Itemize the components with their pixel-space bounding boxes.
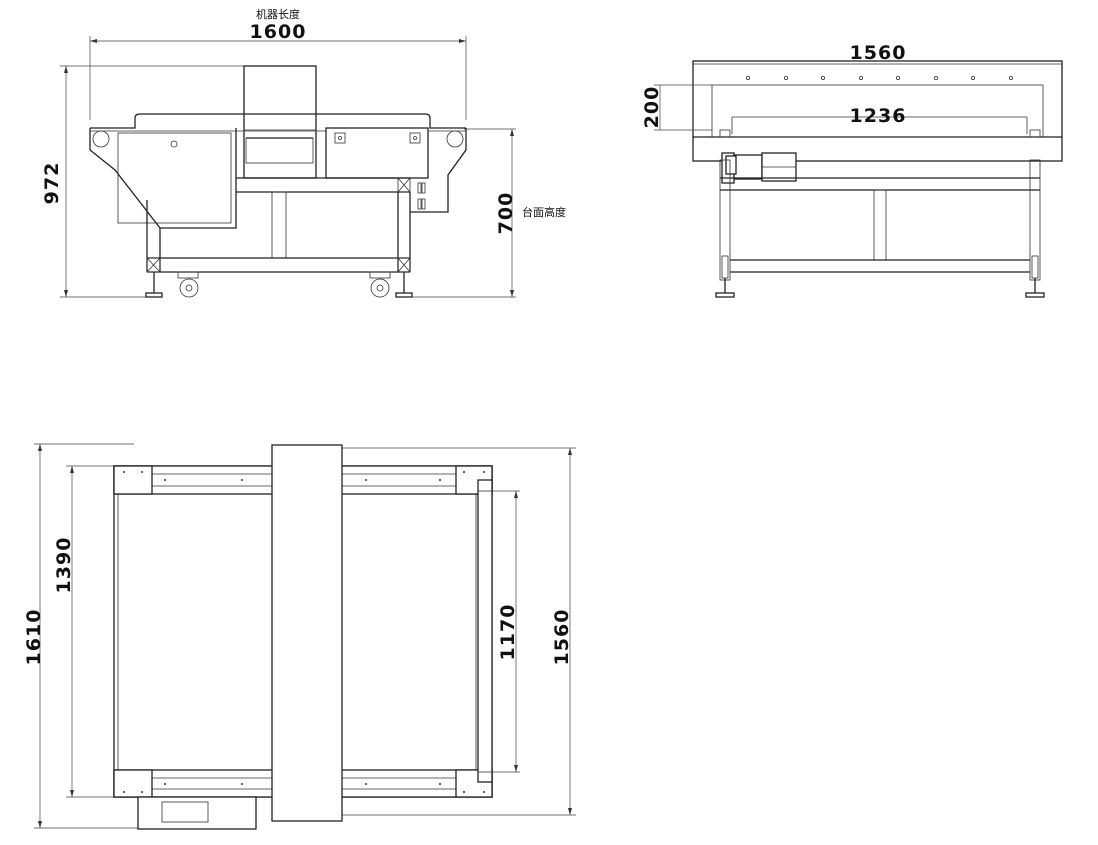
side-width-value: 1560 [850, 42, 907, 64]
side-view: 1560 1236 200 [641, 42, 1063, 298]
machine-length-value: 1600 [250, 21, 307, 43]
top-frame-length-value: 1390 [53, 537, 75, 594]
top-belt-width-value: 1170 [497, 604, 519, 661]
machine-length-label: 机器长度 [256, 7, 300, 21]
top-overall-length-value: 1610 [23, 609, 45, 666]
machine-height-value: 972 [41, 162, 63, 205]
table-height-label: 台面高度 [522, 205, 566, 219]
top-overall-width-value: 1560 [551, 609, 573, 666]
table-height-value: 700 [495, 192, 517, 235]
aperture-height-value: 200 [641, 86, 663, 129]
front-view: 机器长度 1600 972 700 台面高度 [41, 7, 566, 298]
aperture-width-value: 1236 [850, 105, 907, 127]
top-view: 1610 1390 1170 1560 [23, 443, 576, 830]
